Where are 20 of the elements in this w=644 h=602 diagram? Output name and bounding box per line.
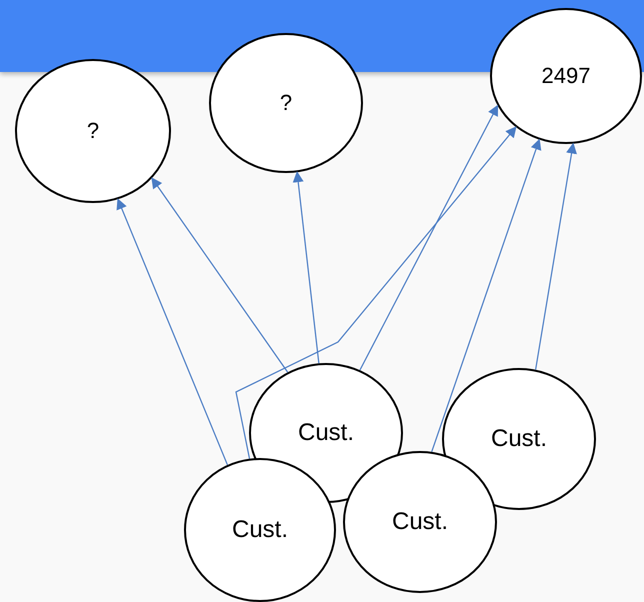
node-label: ?	[86, 120, 100, 142]
customer-ellipse	[209, 33, 363, 173]
customer-ellipse	[184, 458, 336, 602]
arrow	[535, 142, 577, 370]
node-label: ?	[278, 92, 294, 114]
node-label: 2497	[540, 65, 592, 87]
arrow	[431, 138, 542, 452]
arrow	[151, 177, 288, 373]
arrow	[292, 171, 320, 364]
arrow	[359, 104, 498, 370]
arrow	[235, 126, 517, 459]
node-label: Cust.	[390, 510, 449, 534]
node-label: Cust.	[296, 421, 355, 445]
customer-ellipse	[442, 368, 596, 510]
customer-ellipse	[343, 451, 497, 593]
arrow	[116, 198, 228, 466]
customer-ellipse	[490, 8, 642, 144]
node-label: Cust.	[230, 518, 289, 542]
node-label: Cust.	[490, 427, 548, 451]
customer-ellipse	[15, 59, 171, 203]
